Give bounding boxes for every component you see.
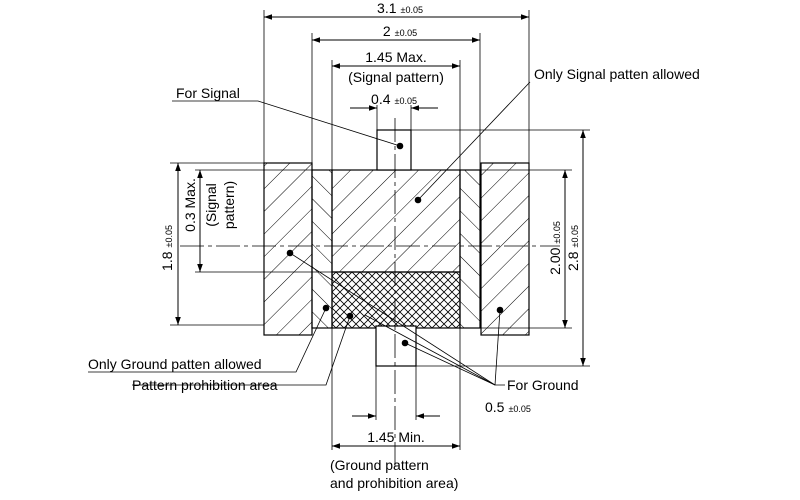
dim-ground-note-2: and prohibition area) [330, 475, 458, 491]
dim-signal-note: (Signal pattern) [348, 69, 444, 85]
callout-only-ground: Only Ground patten allowed [88, 356, 262, 372]
callout-texts: For Signal Only Signal patten allowed On… [88, 66, 700, 393]
dim-inner-height: 2.00±0.05 [547, 221, 563, 275]
callout-for-signal: For Signal [176, 85, 240, 101]
leader-lines [88, 81, 531, 386]
left-ground-band [311, 169, 333, 329]
callout-for-ground: For Ground [507, 377, 579, 393]
right-ground-pad [480, 162, 530, 336]
dim-ground-min: 1.45 Min. [367, 429, 425, 445]
dim-signal-height: 0.3 Max. [182, 178, 198, 232]
prohibition-area [331, 271, 461, 329]
dim-total-height: 2.8±0.05 [565, 225, 581, 271]
dim-ground-gap: 0.5±0.05 [485, 399, 531, 415]
signal-pad [376, 129, 412, 171]
dimension-texts: 3.1±0.05 2±0.05 1.45 Max. (Signal patter… [159, 0, 581, 491]
dim-signal-pad-width: 0.4±0.05 [371, 91, 417, 107]
dim-signal-height-note-2: pattern) [221, 181, 237, 229]
dim-signal-max: 1.45 Max. [365, 49, 426, 65]
dim-left-height: 1.8±0.05 [159, 225, 175, 271]
callout-only-signal: Only Signal patten allowed [534, 66, 700, 82]
left-ground-pad [263, 162, 313, 336]
callout-prohibition: Pattern prohibition area [132, 377, 278, 393]
extension-lines [170, 10, 590, 450]
dim-signal-height-note-1: (Signal [203, 183, 219, 227]
dim-total-width: 3.1±0.05 [377, 0, 423, 16]
bottom-ground-pad [375, 325, 417, 367]
center-lines [180, 118, 560, 470]
signal-only-area [331, 169, 461, 273]
pattern-areas [263, 129, 530, 367]
dimension-lines [175, 14, 586, 449]
dim-ground-note-1: (Ground pattern [330, 457, 429, 473]
right-ground-band [459, 169, 481, 329]
dim-outer-width: 2±0.05 [383, 23, 417, 39]
leader-dots [286, 142, 504, 347]
